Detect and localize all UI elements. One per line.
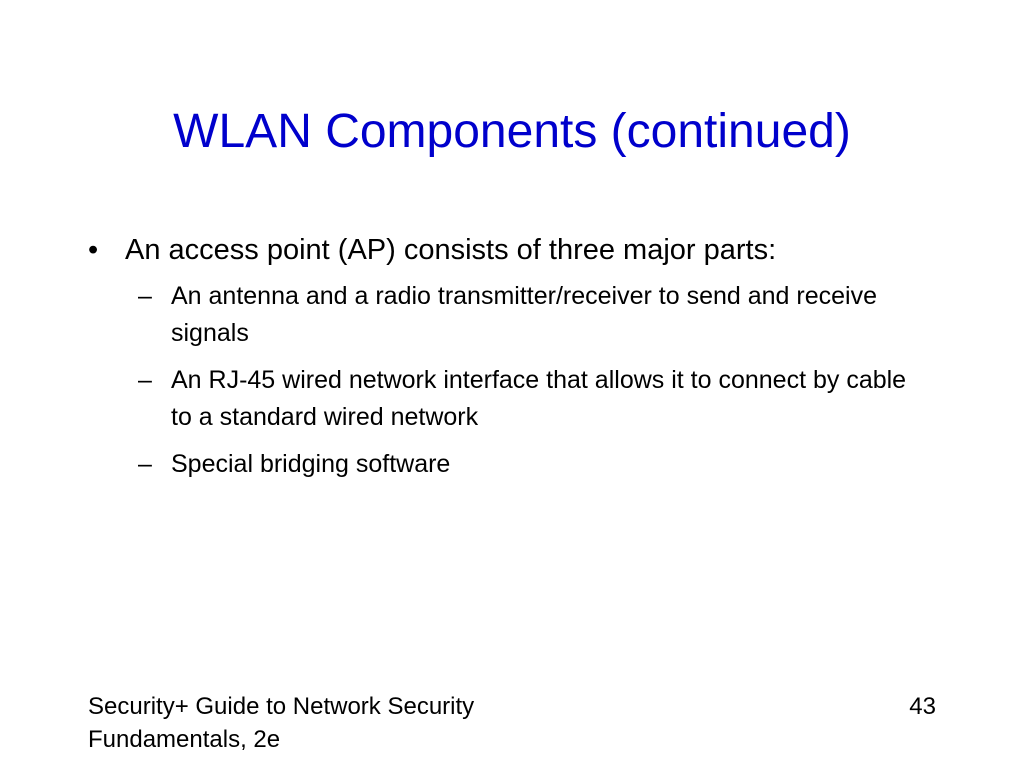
sub-bullet-list: – An antenna and a radio transmitter/rec… xyxy=(138,278,918,483)
sub-bullet-marker: – xyxy=(138,282,152,310)
bullet-marker: • xyxy=(88,234,99,266)
sub-bullet-marker: – xyxy=(138,450,152,478)
bullet-item: • An access point (AP) consists of three… xyxy=(88,228,918,272)
page-number: 43 xyxy=(909,693,936,720)
sub-bullet-item: – Special bridging software xyxy=(138,446,918,483)
slide-content: • An access point (AP) consists of three… xyxy=(88,228,918,493)
footer-line-2: Fundamentals, 2e xyxy=(88,726,281,753)
sub-bullet-text: An RJ-45 wired network interface that al… xyxy=(171,366,907,431)
bullet-text: An access point (AP) consists of three m… xyxy=(125,234,777,266)
sub-bullet-text: Special bridging software xyxy=(171,450,451,478)
sub-bullet-text: An antenna and a radio transmitter/recei… xyxy=(171,282,877,347)
slide-title: WLAN Components (continued) xyxy=(173,105,851,158)
sub-bullet-item: – An antenna and a radio transmitter/rec… xyxy=(138,278,918,352)
sub-bullet-marker: – xyxy=(138,366,152,394)
footer-course-title: Security+ Guide to Network Security Fund… xyxy=(88,690,588,756)
sub-bullet-item: – An RJ-45 wired network interface that … xyxy=(138,362,918,436)
footer-line-1: Security+ Guide to Network Security xyxy=(88,693,475,720)
